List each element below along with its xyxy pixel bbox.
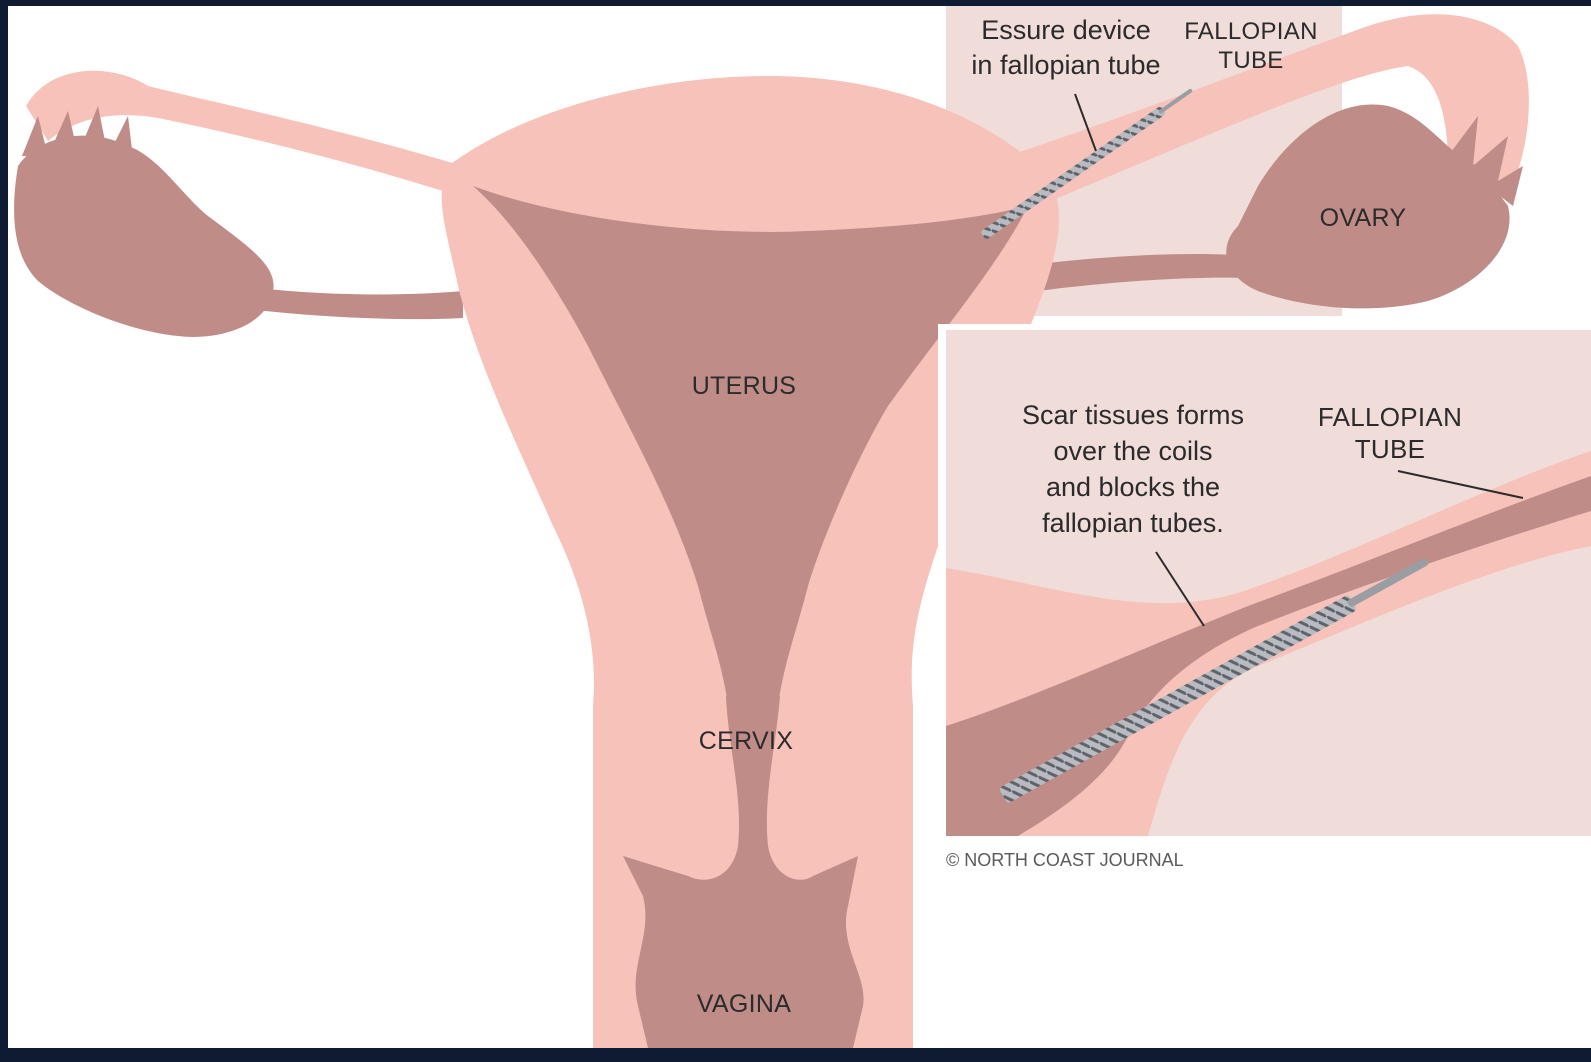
scar-label-line4: fallopian tubes. (1042, 508, 1224, 538)
ovary-label: OVARY (1320, 204, 1407, 232)
credit-text: © NORTH COAST JOURNAL (946, 850, 1184, 870)
scar-label-line3: and blocks the (1046, 472, 1220, 502)
fallopian-top-label-line1: FALLOPIAN (1184, 18, 1317, 45)
fallopian-inset-label-line2: TUBE (1355, 434, 1426, 464)
anatomy-diagram: Essure device in fallopian tube FALLOPIA… (8, 6, 1591, 1048)
scar-label-line1: Scar tissues forms (1022, 400, 1244, 430)
illustration-frame: Essure device in fallopian tube FALLOPIA… (8, 6, 1591, 1048)
essure-label-line1: Essure device (981, 15, 1151, 45)
fallopian-inset-label-line1: FALLOPIAN (1318, 402, 1462, 432)
vagina-label: VAGINA (697, 990, 791, 1018)
left-ligament (256, 288, 463, 319)
fallopian-top-label-line2: TUBE (1218, 47, 1283, 74)
scar-label-line2: over the coils (1053, 436, 1212, 466)
essure-label-line2: in fallopian tube (971, 50, 1160, 80)
uterus-label: UTERUS (692, 372, 797, 400)
cervix-label: CERVIX (699, 727, 793, 755)
left-ovary (14, 136, 273, 337)
